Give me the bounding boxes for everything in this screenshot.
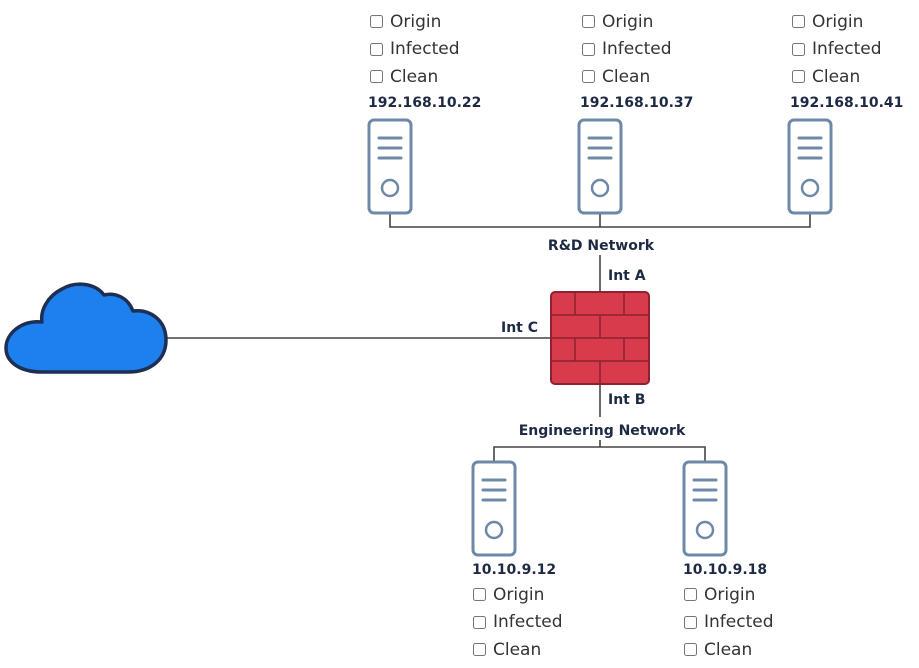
host-status-checklist: Origin Infected Clean xyxy=(370,8,460,91)
clean-option[interactable]: Clean xyxy=(370,63,460,91)
servers xyxy=(367,118,833,557)
origin-option-label: Origin xyxy=(812,11,864,32)
origin-option[interactable]: Origin xyxy=(473,581,563,609)
clean-option-label: Clean xyxy=(602,66,651,87)
infected-checkbox[interactable] xyxy=(684,615,697,629)
clean-option[interactable]: Clean xyxy=(582,63,672,91)
rd-network-bus xyxy=(389,213,811,228)
origin-option[interactable]: Origin xyxy=(792,8,882,36)
clean-checkbox[interactable] xyxy=(582,70,595,84)
server-tower-icon xyxy=(367,118,413,215)
origin-checkbox[interactable] xyxy=(370,15,383,29)
origin-option[interactable]: Origin xyxy=(684,581,774,609)
origin-option[interactable]: Origin xyxy=(370,8,460,36)
server-tower-icon xyxy=(577,118,623,215)
infected-option[interactable]: Infected xyxy=(582,36,672,64)
int-b-label: Int B xyxy=(608,392,645,408)
infected-option-label: Infected xyxy=(602,39,672,60)
origin-option-label: Origin xyxy=(390,11,442,32)
infected-option-label: Infected xyxy=(390,39,460,60)
clean-checkbox[interactable] xyxy=(684,643,697,657)
infected-option[interactable]: Infected xyxy=(792,36,882,64)
infected-option-label: Infected xyxy=(812,39,882,60)
origin-option-label: Origin xyxy=(493,584,545,605)
infected-option-label: Infected xyxy=(493,612,563,633)
clean-checkbox[interactable] xyxy=(792,70,805,84)
clean-checkbox[interactable] xyxy=(370,70,383,84)
infected-option-label: Infected xyxy=(704,612,774,633)
clean-option-label: Clean xyxy=(390,66,439,87)
host-ip-label: 192.168.10.22 xyxy=(368,95,482,111)
host-status-checklist: Origin Infected Clean xyxy=(582,8,672,91)
clean-option-label: Clean xyxy=(812,66,861,87)
clean-option[interactable]: Clean xyxy=(684,636,774,664)
infected-checkbox[interactable] xyxy=(370,42,383,56)
clean-option[interactable]: Clean xyxy=(473,636,563,664)
int-a-label: Int A xyxy=(608,268,646,284)
infected-option[interactable]: Infected xyxy=(684,609,774,637)
int-c-label: Int C xyxy=(501,320,538,336)
connection-lines xyxy=(160,213,811,462)
engineering-network-label: Engineering Network xyxy=(519,423,686,439)
host-ip-label: 10.10.9.18 xyxy=(683,562,768,578)
clean-checkbox[interactable] xyxy=(473,643,486,657)
infected-checkbox[interactable] xyxy=(582,42,595,56)
infected-option[interactable]: Infected xyxy=(473,609,563,637)
server-tower-icon xyxy=(682,460,728,557)
origin-option-label: Origin xyxy=(602,11,654,32)
rd-network-label: R&D Network xyxy=(548,238,655,254)
origin-checkbox[interactable] xyxy=(684,588,697,602)
host-ip-label: 10.10.9.12 xyxy=(472,562,557,578)
clean-option-label: Clean xyxy=(493,639,542,660)
origin-option[interactable]: Origin xyxy=(582,8,672,36)
firewall-brick-icon xyxy=(550,291,650,385)
engineering-network-bus xyxy=(493,440,706,462)
host-status-checklist: Origin Infected Clean xyxy=(684,581,774,664)
origin-option-label: Origin xyxy=(704,584,756,605)
origin-checkbox[interactable] xyxy=(792,15,805,29)
server-tower-icon xyxy=(471,460,517,557)
host-status-checklist: Origin Infected Clean xyxy=(473,581,563,664)
origin-checkbox[interactable] xyxy=(473,588,486,602)
internet-cloud-icon xyxy=(4,282,168,374)
host-ip-label: 192.168.10.41 xyxy=(790,95,904,111)
infected-checkbox[interactable] xyxy=(792,42,805,56)
origin-checkbox[interactable] xyxy=(582,15,595,29)
clean-option-label: Clean xyxy=(704,639,753,660)
infected-option[interactable]: Infected xyxy=(370,36,460,64)
host-status-checklist: Origin Infected Clean xyxy=(792,8,882,91)
clean-option[interactable]: Clean xyxy=(792,63,882,91)
server-tower-icon xyxy=(787,118,833,215)
host-ip-label: 192.168.10.37 xyxy=(580,95,694,111)
infected-checkbox[interactable] xyxy=(473,615,486,629)
